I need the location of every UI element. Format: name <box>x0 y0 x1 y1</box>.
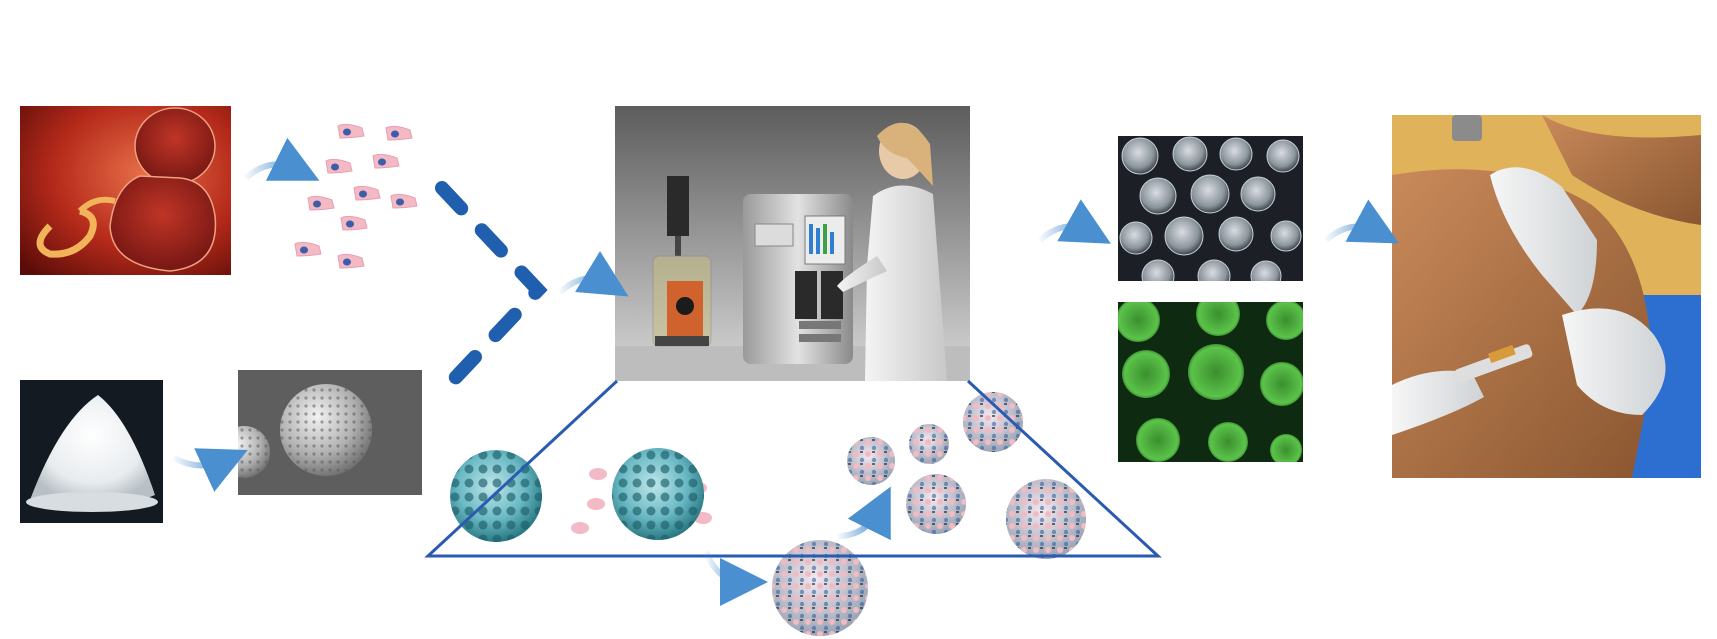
injection-icon <box>1392 115 1701 478</box>
arrow-to-injection <box>1324 199 1400 244</box>
micrograph-icon <box>1118 136 1303 281</box>
fetus-icon <box>20 106 231 275</box>
isolated-cells <box>280 112 430 282</box>
bioreactor-icon <box>615 106 970 381</box>
cell-icon <box>294 123 418 269</box>
arrow-seeded-to-expanded <box>837 486 891 541</box>
arrow-cells-to-seeded <box>703 550 768 606</box>
brightfield-micrograph <box>1118 136 1303 281</box>
arrow-to-bioreactor <box>558 251 629 297</box>
clinical-injection-photo <box>1392 115 1701 478</box>
fluorescence-icon <box>1118 302 1303 462</box>
microcarrier-icon <box>450 392 1086 636</box>
arrow-fetus-to-cells <box>243 137 320 181</box>
porous-microcarrier-sem <box>238 370 422 495</box>
microsphere-icon <box>238 370 422 495</box>
zoom-trapezoid <box>424 379 1162 558</box>
merge-chevron <box>435 181 548 399</box>
arrow-powder-to-sem <box>172 448 248 492</box>
arrow-to-micrographs <box>1038 199 1111 244</box>
bioreactor-photo <box>615 106 970 381</box>
powder-icon <box>20 380 163 523</box>
polymer-powder-photo <box>20 380 163 523</box>
microcarrier-culture-scene <box>420 378 1160 639</box>
fluorescence-micrograph <box>1118 302 1303 462</box>
fetal-source-photo <box>20 106 231 275</box>
